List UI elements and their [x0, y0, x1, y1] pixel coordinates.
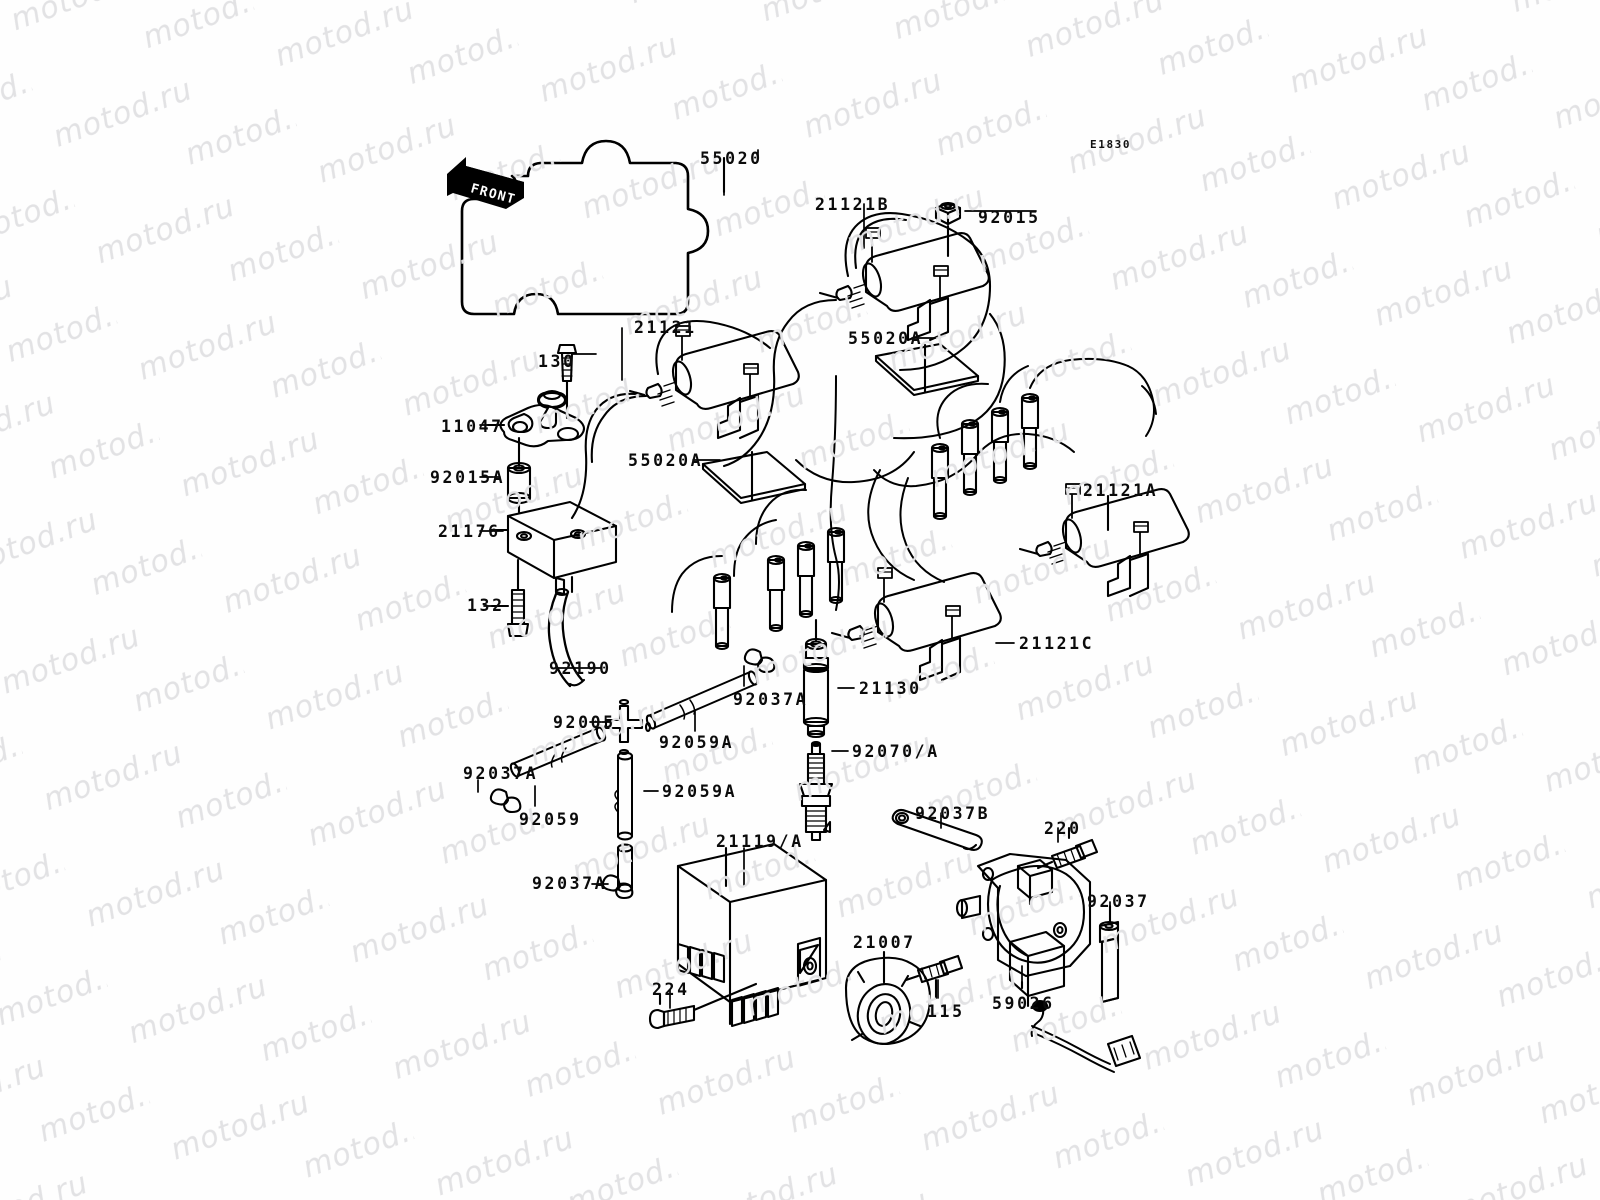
part-label-224: 224	[652, 980, 690, 999]
part-label-92037a-left: 92037A	[463, 764, 539, 783]
part-label-92059a-lower: 92059A	[662, 782, 738, 801]
part-label-92005: 92005	[553, 713, 616, 732]
part-label-92015: 92015	[978, 208, 1041, 227]
part-label-92190: 92190	[549, 659, 612, 678]
part-label-21121a: 21121A	[1083, 481, 1159, 500]
part-label-92037: 92037	[1087, 892, 1150, 911]
part-label-21121: 21121	[634, 318, 697, 337]
part-label-115: 115	[927, 1002, 965, 1021]
part-label-21121c: 21121C	[1019, 634, 1095, 653]
part-label-55020: 55020	[700, 149, 763, 168]
part-label-21007: 21007	[853, 933, 916, 952]
part-label-11047: 11047	[441, 417, 504, 436]
part-label-92015a: 92015A	[430, 468, 506, 487]
front-orientation-badge: FRONT	[444, 152, 530, 214]
part-label-92037b: 92037B	[915, 804, 991, 823]
part-label-132: 132	[467, 596, 505, 615]
part-label-21119a: 21119/A	[716, 832, 804, 851]
part-label-220: 220	[1044, 819, 1082, 838]
part-label-21176: 21176	[438, 522, 501, 541]
part-label-21130: 21130	[859, 679, 922, 698]
part-label-21121b: 21121B	[815, 195, 891, 214]
part-label-92059a-upper: 92059A	[659, 733, 735, 752]
part-label-92070a: 92070/A	[852, 742, 940, 761]
part-label-55020a-upper: 55020A	[848, 329, 924, 348]
part-label-92037a-bottom: 92037A	[532, 874, 608, 893]
part-label-130: 130	[538, 352, 576, 371]
part-label-92037a-upper: 92037A	[733, 690, 809, 709]
part-label-55020a-lower: 55020A	[628, 451, 704, 470]
part-label-92059: 92059	[519, 810, 582, 829]
diagram-reference-code: E1830	[1090, 138, 1132, 151]
part-label-59026: 59026	[992, 994, 1055, 1013]
